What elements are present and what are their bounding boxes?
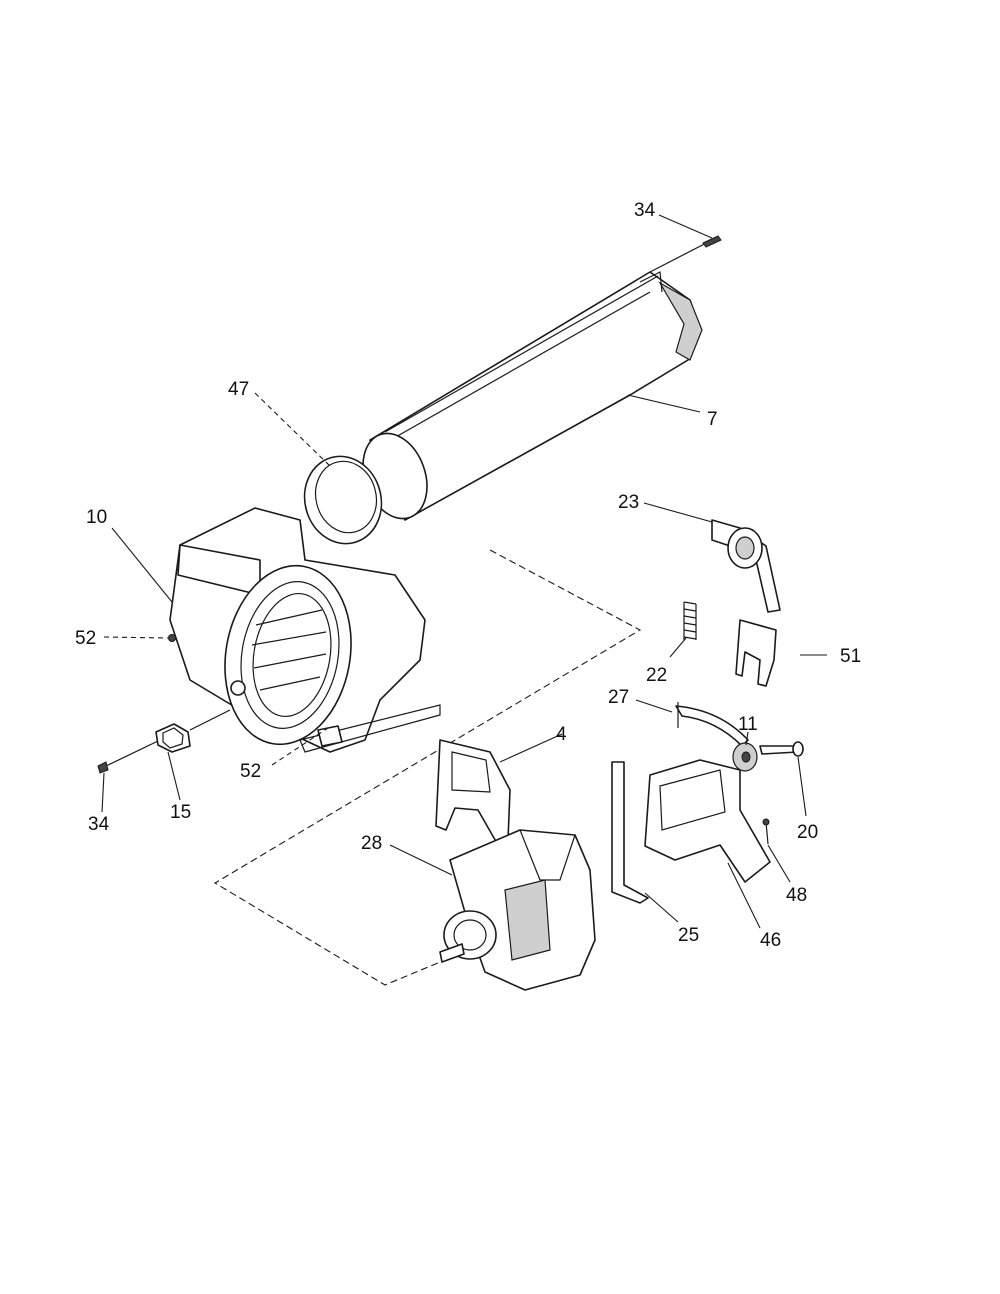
callout-10: 10 [86, 507, 107, 528]
base-outline-dashed [213, 549, 642, 986]
callout-52-bottom: 52 [240, 761, 261, 782]
callout-15: 15 [170, 802, 191, 823]
callout-34-bottom: 34 [88, 814, 110, 835]
screw-part-48 [762, 818, 770, 845]
filter-bracket-part-4 [435, 739, 511, 846]
clip-bracket-part-51 [735, 619, 777, 687]
callout-22: 22 [646, 665, 667, 686]
leader-lines [101, 214, 827, 929]
bracket-pulley-part-23 [711, 519, 781, 613]
ring-seal-part-47 [303, 455, 383, 545]
spring-part-22 [683, 601, 697, 640]
bolt-part-20 [759, 741, 804, 757]
callout-48: 48 [786, 885, 807, 906]
coupling-part-15 [103, 709, 231, 768]
callout-28: 28 [361, 833, 382, 854]
callout-23: 23 [618, 492, 639, 513]
callout-25: 25 [678, 925, 699, 946]
callout-20: 20 [797, 822, 818, 843]
callout-4: 4 [556, 724, 567, 745]
mount-bracket-part-46 [644, 759, 771, 883]
callout-labels: 34 7 47 23 10 52 22 51 27 11 4 52 20 34 … [75, 200, 861, 951]
callout-46: 46 [760, 930, 781, 951]
callout-34-top: 34 [634, 200, 656, 221]
blower-housing-part-10 [168, 507, 441, 753]
callout-11: 11 [738, 714, 758, 735]
callout-27: 27 [608, 687, 629, 708]
drum-tube-part-7 [362, 237, 717, 521]
motor-part-28 [439, 829, 596, 991]
callout-47: 47 [228, 379, 249, 400]
screw-part-34-top [702, 235, 722, 248]
callout-51: 51 [840, 646, 861, 667]
callout-52-left: 52 [75, 628, 96, 649]
screw-part-34-bottom [97, 761, 109, 774]
roller-part-11 [732, 742, 758, 772]
callout-7: 7 [707, 409, 718, 430]
rod-part-25 [611, 761, 649, 904]
